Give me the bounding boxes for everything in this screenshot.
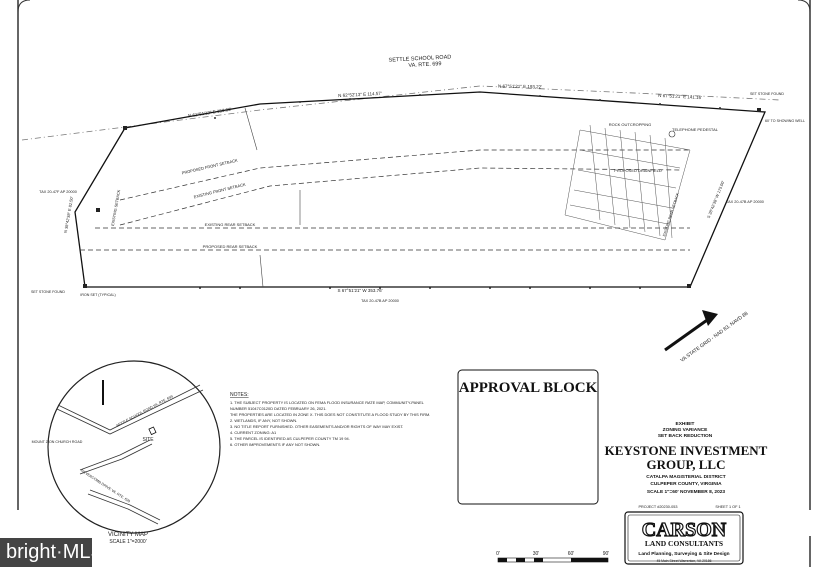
scale-tick-0: 0': [496, 551, 500, 557]
title-owner-2: GROUP, LLC: [647, 457, 726, 472]
notes-line-3: THE PROPERTIES ARE LOCATED IN ZONE X. TH…: [230, 412, 430, 417]
bearing-north-2: N 62°52'13" E 114.57': [338, 91, 382, 98]
title-owner-1: KEYSTONE INVESTMENT: [605, 443, 768, 458]
label-proposed-front-setback: PROPOSED FRONT SETBACK: [181, 158, 238, 176]
parcel-boundary: [74, 91, 766, 288]
vicinity-title: VICINITY MAP: [108, 532, 148, 538]
notes-line-6: 4. CURRENT ZONING: A1: [230, 430, 276, 435]
title-county: CULPEPER COUNTY, VIRGINIA: [650, 481, 722, 487]
label-ne-note: 60' TO SHOWING WELL: [765, 119, 805, 123]
bearing-north-1: N 61°51'12" E 153.00': [188, 107, 232, 119]
notes-line-8: 6. OTHER IMPROVEMENTS IF ANY NOT SHOWN.: [230, 442, 320, 447]
vicinity-scale: SCALE 1"=2000': [109, 539, 146, 545]
vicinity-road-1: SETTLE SCHOOL ROAD VA. RTE. 699: [115, 394, 173, 427]
label-proposed-rear-setback: PROPOSED REAR SETBACK: [203, 244, 258, 249]
label-iron-set: IRON SET (TYPICAL): [80, 293, 115, 297]
bearing-north-4: N 67°51'21" E 141.16': [658, 93, 702, 100]
bearing-east: S 38°42'38" W 175.00': [706, 180, 726, 219]
notes-line-4: 2. WETLANDS, IF ANY, NOT SHOWN.: [230, 418, 297, 423]
vicinity-road-2: MOUNT ZION CHURCH ROAD: [32, 440, 83, 444]
firm-address: 45 Main Street Warrenton, VA 20186: [656, 559, 711, 563]
title-purpose-2: SET BACK REDUCTION: [658, 433, 713, 439]
firm-name: CARSON: [642, 519, 727, 541]
watermark-suffix: MLS: [62, 541, 104, 563]
label-existing-rear-setback-e: EXISTING REAR SETBACK: [662, 192, 680, 237]
vicinity-road-3: REVERCOMB DRIVE VA. RTE. 639: [80, 469, 131, 504]
vicinity-map: SETTLE SCHOOL ROAD VA. RTE. 699 MOUNT ZI…: [32, 360, 221, 545]
title-district: CATALPA MAGISTERIAL DISTRICT: [646, 474, 725, 480]
approval-block: APPROVAL BLOCK: [457, 369, 599, 505]
label-existing-front-setback: EXISTING FRONT SETBACK: [193, 182, 246, 200]
notes-line-7: 5. THE PARCEL IS IDENTIFIED AS CULPEPER …: [230, 436, 350, 441]
bearing-west: N 38°42'38" E 82.50': [63, 196, 74, 233]
road-route: VA. RTE. 699: [408, 61, 441, 69]
road-name: SETTLE SCHOOL ROAD: [388, 54, 451, 63]
firm-logo: CARSON LAND CONSULTANTS Land Planning, S…: [624, 511, 744, 565]
notes-block: NOTES: 1. THE SUBJECT PROPERTY IS LOCATE…: [230, 392, 430, 447]
scale-tick-30: 30': [533, 551, 540, 557]
label-existing-rear-setback: EXISTING REAR SETBACK: [205, 222, 256, 227]
title-project: PROJECT #20230-053: [639, 505, 678, 509]
notes-line-2: NUMBER 51047C0120D DATED FEBRUARY 26, 20…: [230, 406, 326, 411]
scale-tick-90: 90': [603, 551, 610, 557]
notes-line-5: 3. NO TITLE REPORT FURNISHED. OTHER EASE…: [230, 424, 403, 429]
label-tax-west: TAX 20-47F AP 20000: [39, 190, 77, 194]
scale-tick-60: 60': [568, 551, 575, 557]
title-sheet: SHEET 1 OF 1: [715, 505, 740, 509]
notes-line-1: 1. THE SUBJECT PROPERTY IS LOCATED ON FE…: [230, 400, 425, 405]
corner-markers: [83, 108, 761, 288]
title-exhibit: EXHIBIT: [676, 421, 695, 427]
label-set-stone-west: SET STONE FOUND: [31, 290, 65, 294]
existing-front-setback-line: [119, 167, 681, 226]
firm-sub: LAND CONSULTANTS: [645, 539, 723, 548]
label-rock-outcropping: ROCK OUTCROPPING: [609, 122, 651, 127]
label-tax-south: TAX 20-47B AP 20000: [361, 299, 399, 303]
label-tax-east: TAX 20-47B AP 20000: [726, 200, 764, 204]
approval-block-title: APPROVAL BLOCK: [459, 380, 598, 396]
label-proposed-drainfield: PROPOSED DRAINFIELD: [614, 168, 662, 173]
label-existing-setback: EXISTING SETBACK: [111, 189, 121, 226]
title-block: EXHIBIT ZONING VARIANCE SET BACK REDUCTI…: [605, 421, 768, 509]
brightmls-watermark: bright·MLS: [0, 538, 104, 567]
vicinity-site-label: SITE: [142, 437, 154, 443]
bearing-north-3: N 67°51'21" E 193.22': [498, 84, 542, 90]
firm-tagline: Land Planning, Surveying & Site Design: [638, 551, 729, 557]
label-set-stone-ne: SET STONE FOUND: [750, 92, 784, 96]
road-centerline: [21, 85, 781, 141]
north-arrow: VA STATE GRID - NAD 83, NAVD 88: [664, 310, 750, 364]
title-purpose-1: ZONING VARIANCE: [663, 427, 708, 433]
notes-heading: NOTES:: [230, 392, 249, 398]
graphic-scale: 0' 30' 60' 90': [496, 551, 610, 563]
north-arrow-label: VA STATE GRID - NAD 83, NAVD 88: [680, 311, 750, 364]
drainfield-area: [564, 124, 691, 241]
title-scale-date: SCALE 1"=60' NOVEMBER 8, 2023: [647, 489, 726, 495]
watermark-brand: bright: [6, 541, 57, 563]
label-telephone-pedestal: TELEPHONE PEDESTAL: [672, 127, 719, 132]
bearing-south: S 67°51'21" W 353.76': [338, 288, 383, 293]
